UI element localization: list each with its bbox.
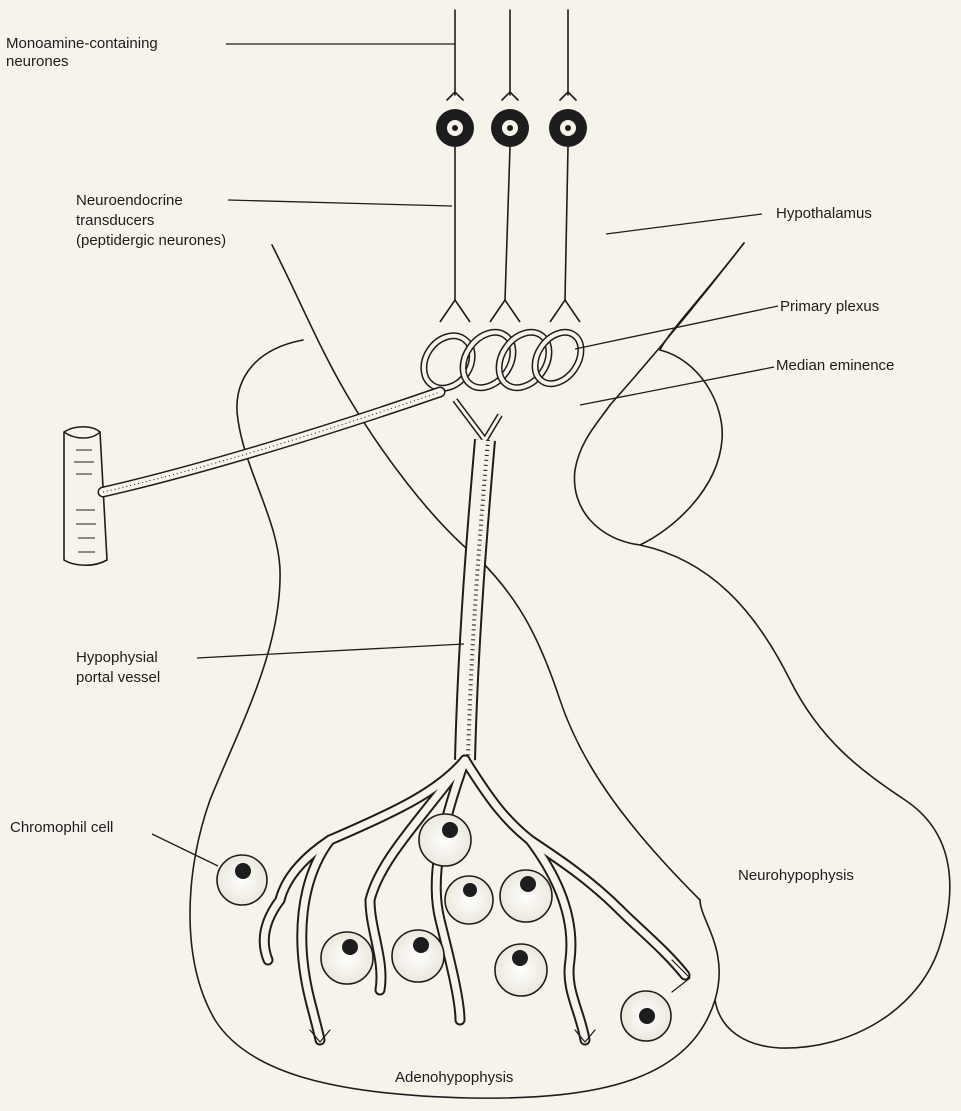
monoamine-neurone-1	[447, 10, 463, 100]
label-median-eminence: Median eminence	[776, 357, 894, 374]
label-primary-plexus: Primary plexus	[780, 298, 879, 315]
label-adenohypophysis: Adenohypophysis	[395, 1069, 513, 1086]
label-transducers-line2: transducers	[76, 212, 154, 229]
label-hypothalamus: Hypothalamus	[776, 205, 872, 222]
transducer-neurone-3	[549, 109, 587, 322]
neurohypophysis-outline	[574, 350, 949, 1048]
monoamine-neurone-2	[502, 10, 518, 100]
chromophil-cell	[321, 932, 373, 984]
transducer-neurones	[436, 109, 587, 322]
superior-hypophysial-artery	[64, 392, 440, 565]
hypothalamus-boundary-left	[272, 245, 700, 900]
label-portal-line1: Hypophysial	[76, 649, 158, 666]
hypophysial-portal-vessel	[465, 440, 488, 760]
label-neurohypophysis: Neurohypophysis	[738, 867, 854, 884]
leader-hypothalamus	[606, 214, 762, 234]
transducer-neurone-2	[490, 109, 529, 322]
chromophil-cell	[495, 944, 547, 996]
label-monoamine-line1: Monoamine-containing	[6, 35, 158, 52]
leader-transducers	[228, 200, 452, 206]
monoamine-neurone-3	[560, 10, 576, 100]
chromophil-cell	[445, 876, 493, 924]
label-monoamine-line2: neurones	[6, 53, 69, 70]
chromophil-cell-labeled	[217, 855, 267, 905]
label-transducers-line3: (peptidergic neurones)	[76, 232, 226, 249]
label-transducers-line1: Neuroendocrine	[76, 192, 183, 209]
transducer-neurone-1	[436, 109, 474, 322]
leader-primary-plexus	[575, 306, 778, 349]
chromophil-cell	[419, 814, 471, 866]
label-portal-line2: portal vessel	[76, 669, 160, 686]
leader-median-eminence	[580, 367, 774, 405]
chromophil-cell	[621, 991, 671, 1041]
chromophil-cell	[500, 870, 552, 922]
label-chromophil-cell: Chromophil cell	[10, 819, 113, 836]
leader-chromophil	[152, 834, 218, 866]
leader-portal-vessel	[197, 644, 464, 658]
primary-plexus	[414, 323, 591, 440]
chromophil-cell	[392, 930, 444, 982]
labels: Monoamine-containing neurones Neuroendoc…	[6, 35, 894, 1086]
